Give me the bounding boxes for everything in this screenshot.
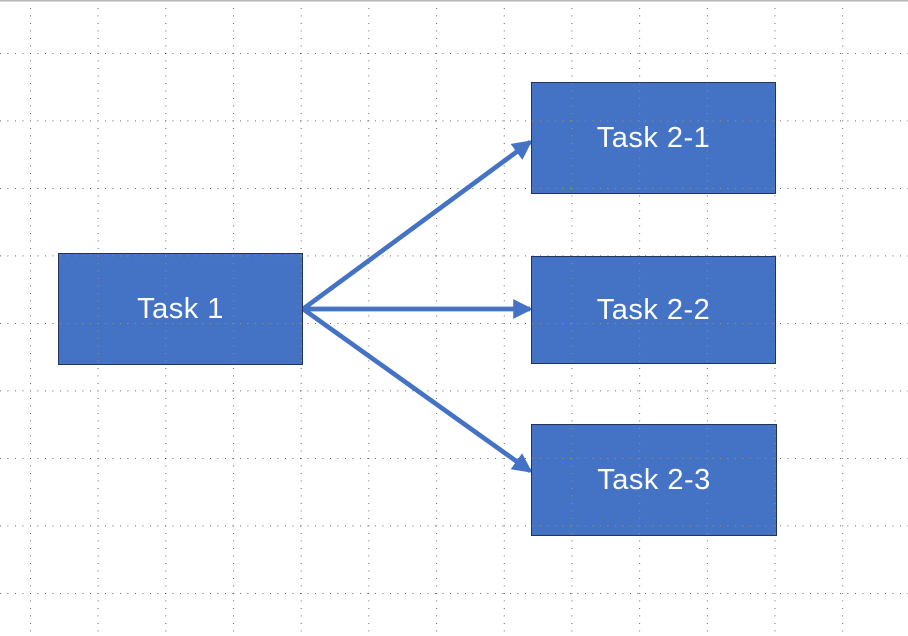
node-task-1-label: Task 1: [137, 292, 224, 325]
node-task-2-2-label: Task 2-2: [596, 293, 711, 326]
node-task-2-3[interactable]: Task 2-3: [531, 424, 777, 536]
node-task-2-3-label: Task 2-3: [597, 463, 711, 496]
connector-task-1-to-task-2-3[interactable]: [301, 307, 533, 473]
node-task-2-1[interactable]: Task 2-1: [531, 82, 776, 194]
node-task-2-1-label: Task 2-1: [596, 121, 711, 154]
node-task-2-2[interactable]: Task 2-2: [531, 256, 776, 364]
node-task-1[interactable]: Task 1: [58, 253, 303, 365]
canvas-top-edge: [0, 0, 908, 2]
connector-task-1-to-task-2-1[interactable]: [301, 140, 533, 311]
